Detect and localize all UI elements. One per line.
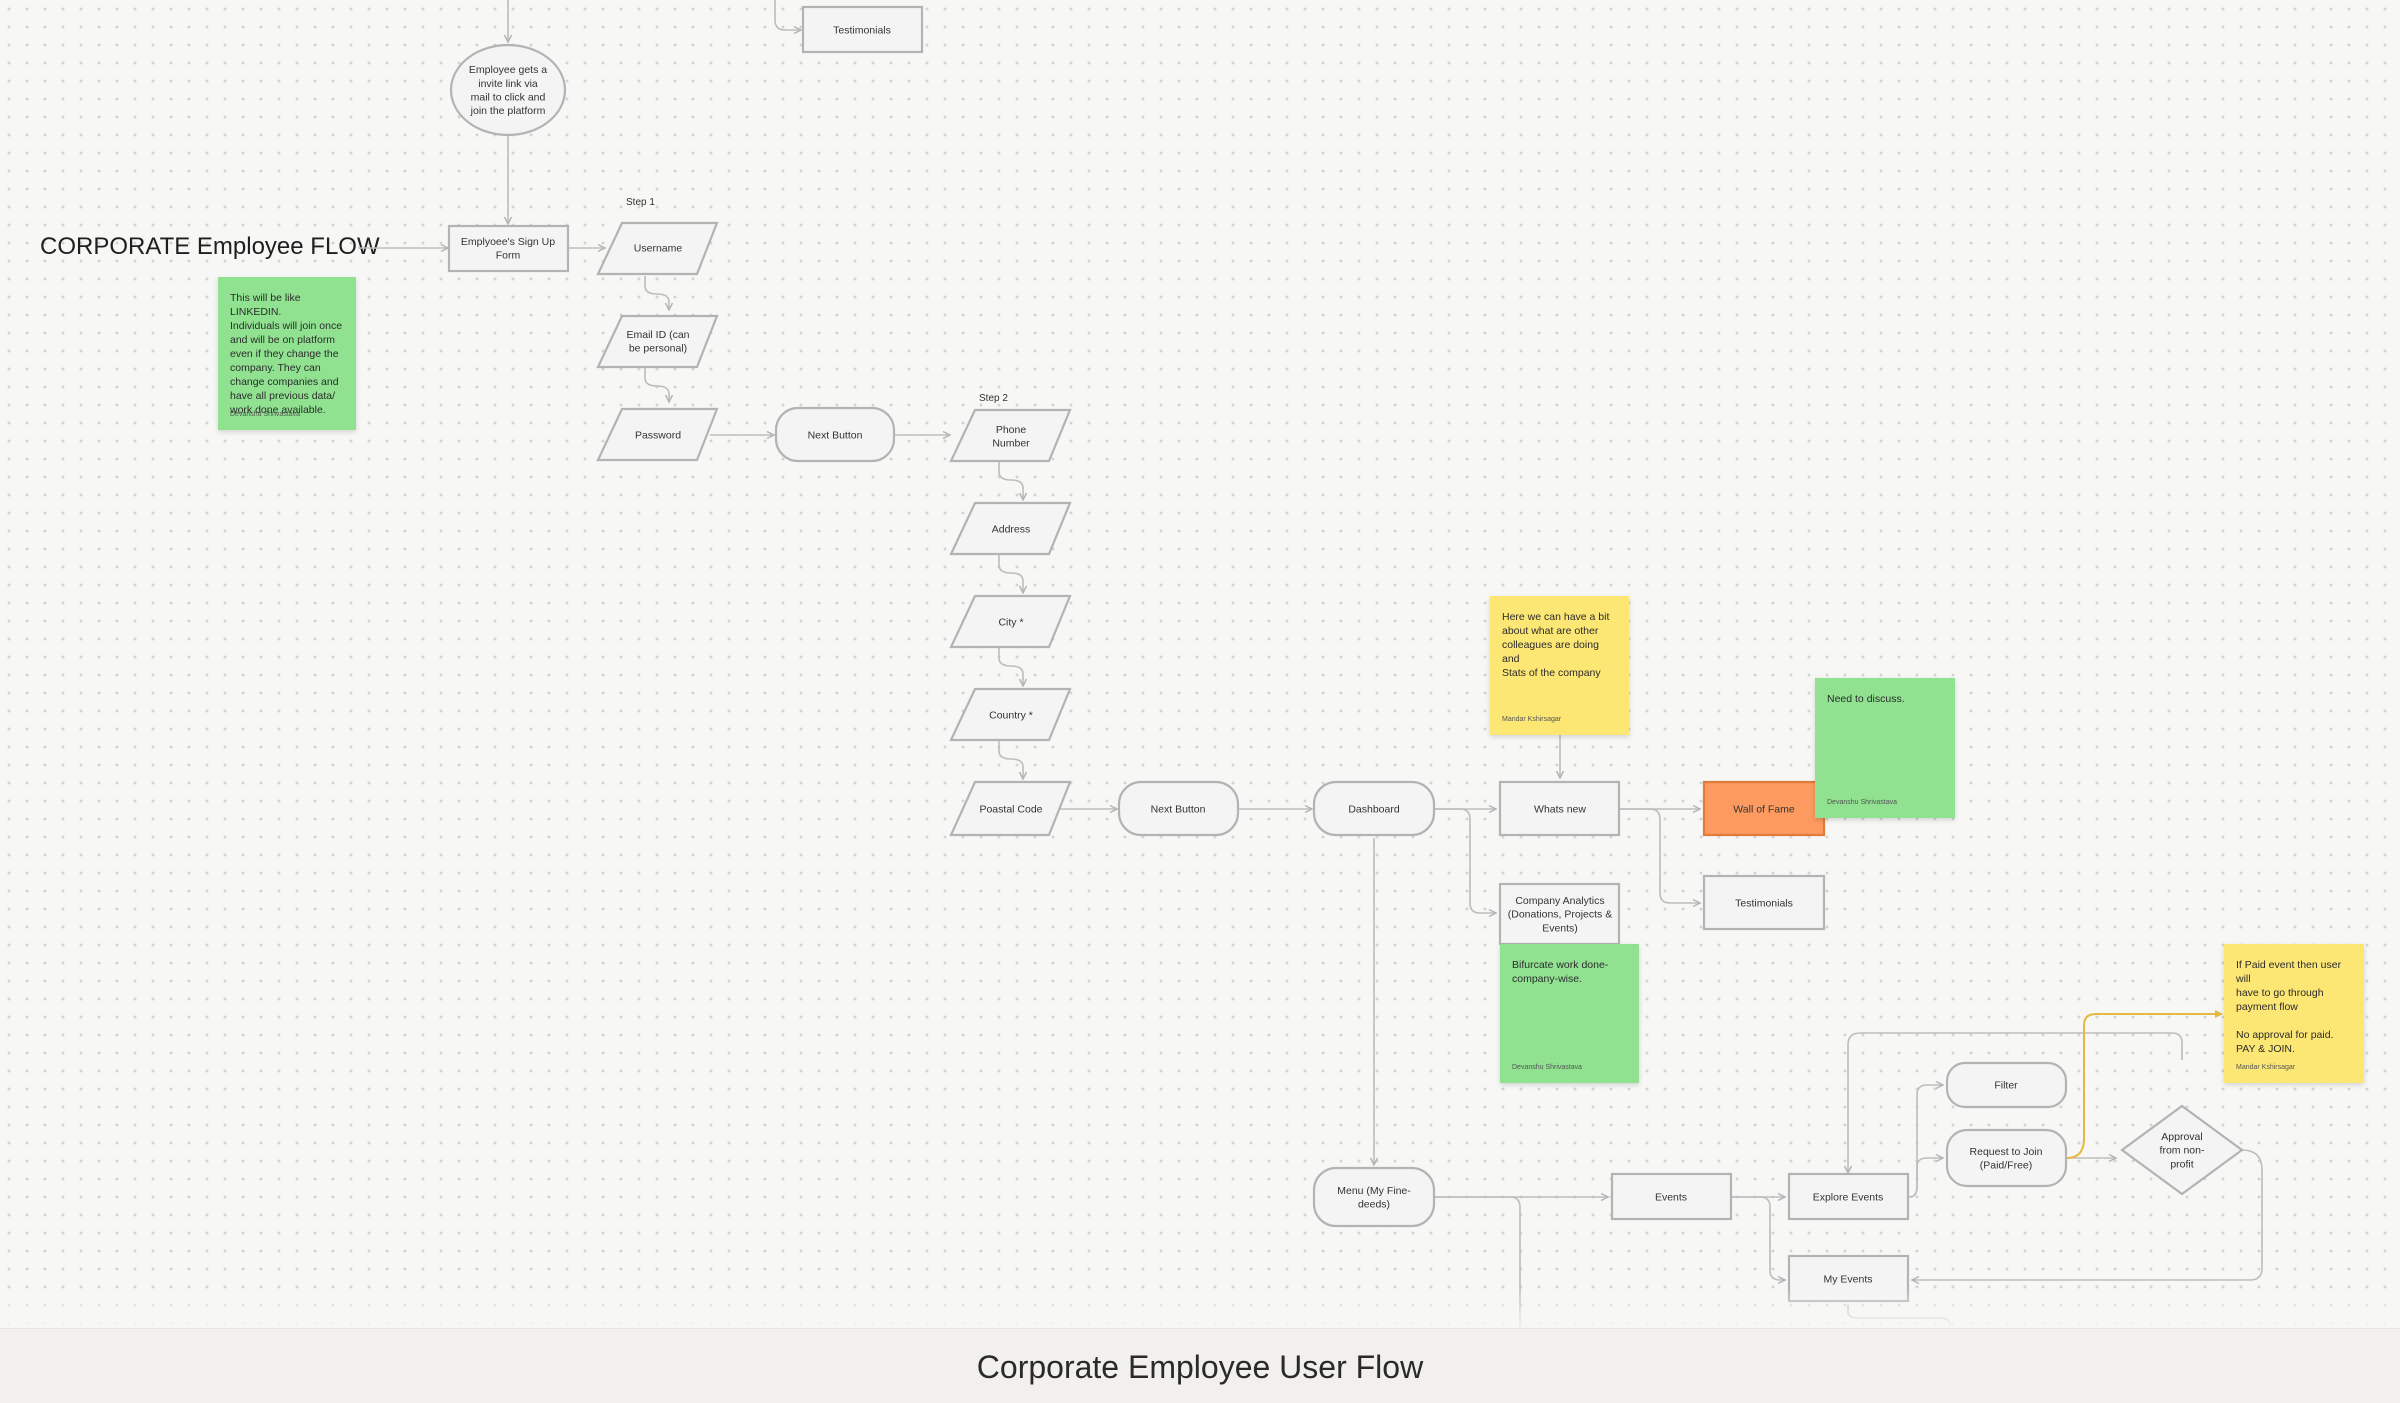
sticky-note-bifurcate-author: Devanshu Shrivastava [1512, 1064, 1583, 1071]
connector [1908, 1085, 1943, 1198]
footer-title: Corporate Employee User Flow [976, 1349, 1424, 1385]
connector [1731, 1196, 1785, 1280]
whats-new-node-label: Whats new [1534, 804, 1586, 816]
address-input-node-label: Address [992, 524, 1031, 536]
city-input-node[interactable]: City * [949, 594, 1072, 649]
next-button-2-node[interactable]: Next Button [1117, 780, 1240, 837]
explore-events-node[interactable]: Explore Events [1787, 1172, 1910, 1221]
explore-events-node-label: Explore Events [1813, 1192, 1884, 1204]
dashboard-node[interactable]: Dashboard [1312, 780, 1436, 837]
sticky-note-discuss-text: Need to discuss. [1827, 693, 1905, 705]
password-input-node[interactable]: Password [596, 407, 719, 462]
sticky-note-whats-new-text: Here we can have a bit about what are ot… [1502, 611, 1610, 679]
country-input-node[interactable]: Country * [949, 687, 1072, 742]
sticky-note-whats-new-author: Mandar Kshirsagar [1502, 716, 1562, 723]
whats-new-node[interactable]: Whats new [1498, 780, 1621, 837]
events-node[interactable]: Events [1610, 1172, 1733, 1221]
password-input-node-label: Password [635, 430, 681, 442]
request-to-join-node-label: Request to Join(Paid/Free) [1970, 1146, 2043, 1172]
sticky-note-linkedin-author: Devanshu Shrivastava [230, 411, 301, 418]
testimonials-node-label: Testimonials [1735, 898, 1793, 910]
page-title: CORPORATE Employee FLOW [40, 233, 380, 260]
company-analytics-node-label: Company Analytics(Donations, Projects &E… [1508, 895, 1612, 934]
sticky-note-whats-new[interactable]: Here we can have a bit about what are ot… [1490, 596, 1629, 735]
address-input-node[interactable]: Address [949, 501, 1072, 556]
step-2-label: Step 2 [979, 393, 1008, 404]
connector [1434, 808, 1496, 913]
sticky-note-bifurcate[interactable]: Bifurcate work done- company-wise. Devan… [1500, 944, 1639, 1083]
connector-gold [2066, 1010, 2223, 1159]
connector [1620, 808, 1700, 903]
company-analytics-node[interactable]: Company Analytics(Donations, Projects &E… [1498, 882, 1621, 946]
connector [644, 368, 669, 402]
country-input-node-label: Country * [989, 710, 1033, 722]
city-input-node-label: City * [998, 617, 1023, 629]
connector [644, 276, 669, 310]
username-input-node[interactable]: Username [596, 221, 719, 276]
next-button-2-node-label: Next Button [1151, 804, 1206, 816]
dashboard-node-label: Dashboard [1348, 804, 1400, 816]
filter-node-label: Filter [1994, 1080, 2018, 1092]
canvas-fade [0, 1288, 2400, 1328]
testimonials-node[interactable]: Testimonials [1702, 874, 1826, 931]
connector [1912, 1149, 2263, 1280]
next-button-1-node-label: Next Button [808, 430, 863, 442]
menu-node-label: Menu (My Fine-deeds) [1337, 1185, 1411, 1211]
sticky-note-discuss[interactable]: Need to discuss. Devanshu Shrivastava [1815, 678, 1955, 818]
sticky-note-bifurcate-text: Bifurcate work done- company-wise. [1512, 959, 1609, 985]
postal-code-input-node[interactable]: Poastal Code [949, 780, 1072, 837]
connector [998, 462, 1023, 500]
menu-node[interactable]: Menu (My Fine-deeds) [1312, 1166, 1436, 1228]
connector [998, 648, 1023, 686]
sticky-note-paid-event-text: If Paid event then user will have to go … [2236, 959, 2342, 1055]
my-events-node-label: My Events [1823, 1274, 1872, 1286]
sticky-note-linkedin[interactable]: This will be like LINKEDIN. Individuals … [218, 277, 356, 430]
connector [998, 555, 1023, 593]
connector [1434, 1196, 1521, 1330]
events-node-label: Events [1655, 1192, 1687, 1204]
connector [774, 0, 801, 30]
next-button-1-node[interactable]: Next Button [774, 406, 896, 463]
connector [1848, 1032, 2183, 1173]
sticky-note-paid-event[interactable]: If Paid event then user will have to go … [2224, 944, 2364, 1083]
filter-node[interactable]: Filter [1945, 1061, 2068, 1109]
username-input-node-label: Username [634, 243, 683, 255]
request-to-join-node[interactable]: Request to Join(Paid/Free) [1945, 1128, 2068, 1188]
connectors [358, 0, 2263, 1330]
sticky-note-linkedin-text: This will be like LINKEDIN. Individuals … [230, 292, 343, 416]
sticky-note-discuss-author: Devanshu Shrivastava [1827, 799, 1898, 806]
postal-code-input-node-label: Poastal Code [979, 804, 1042, 816]
connector [998, 741, 1023, 779]
wall-of-fame-node[interactable]: Wall of Fame [1702, 780, 1826, 837]
footer-bar: Corporate Employee User Flow [0, 1328, 2400, 1403]
testimonials-box-top[interactable]: Testimonials [801, 5, 924, 54]
step-1-label: Step 1 [626, 197, 655, 208]
connector [1908, 1158, 1943, 1198]
wall-of-fame-node-label: Wall of Fame [1733, 804, 1795, 816]
sticky-note-paid-event-author: Mandar Kshirsagar [2236, 1064, 2296, 1071]
testimonials-box-top-label: Testimonials [833, 25, 891, 37]
